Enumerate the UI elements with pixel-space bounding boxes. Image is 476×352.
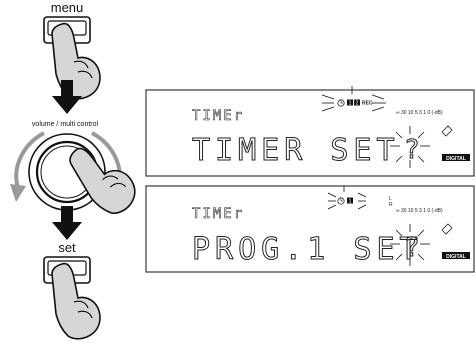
display1-rec-indicator: REC [362, 101, 373, 107]
blink-rays [321, 86, 386, 112]
clock-icon [337, 99, 345, 107]
hand-pointer-icon [69, 147, 136, 214]
display2-large-text: PROG.1 SET [192, 232, 423, 267]
mode-icon [441, 125, 453, 137]
hand-pointer-icon [51, 262, 101, 340]
menu-label: menu [51, 0, 84, 15]
control-label: volume / multi control [32, 121, 99, 128]
display2-channel-r: R [389, 202, 393, 208]
control-step: volume / multi control [10, 121, 136, 214]
blink-rays [327, 186, 367, 210]
digital-badge [442, 154, 470, 161]
set-label: set [58, 240, 76, 255]
down-arrow-icon [52, 80, 82, 114]
display1-indicator-1: 1 [349, 101, 352, 107]
display1-badge: DIGITAL [446, 156, 466, 162]
blink-rays [390, 224, 430, 266]
set-step: set [43, 240, 101, 340]
display2-level-scale: ∞ 30 10 5 3 1 0 (-dB) [396, 208, 443, 214]
display2-small-text: TIMEr [192, 206, 244, 222]
display-panel-1: TIMEr TIMER SET 1 2 REC ∞ 30 10 5 3 1 0 … [145, 86, 475, 177]
down-arrow-icon [52, 206, 82, 240]
display1-indicator-2: 2 [356, 101, 359, 107]
mode-icon [441, 223, 453, 235]
display1-level-scale: ∞ 30 10 5 3 1 0 (-dB) [396, 110, 443, 116]
display2-blinking-char: ? [404, 233, 420, 263]
clock-icon [337, 197, 345, 205]
display2-badge: DIGITAL [446, 254, 466, 260]
display2-indicator-1: 1 [349, 199, 352, 205]
display1-blinking-char: ? [404, 135, 420, 165]
display2-channel-l: L [389, 196, 392, 202]
menu-step: menu [43, 0, 101, 100]
hand-pointer-icon [51, 22, 101, 100]
display1-small-text: TIMEr [192, 108, 244, 124]
display-panel-2: TIMEr PROG.1 SET 1 L R ∞ 30 10 5 3 1 0 (… [145, 185, 475, 273]
blink-rays [390, 126, 430, 168]
display1-large-text: TIMER SET [192, 133, 400, 168]
digital-badge [442, 252, 470, 259]
